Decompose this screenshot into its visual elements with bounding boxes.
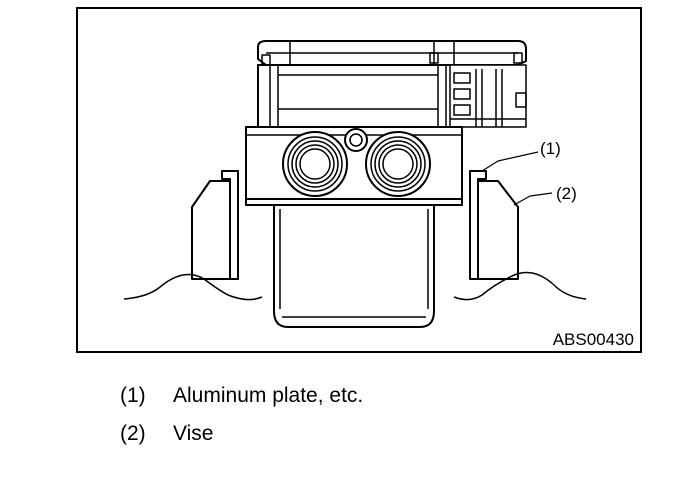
legend-item-number: (2) — [120, 422, 146, 445]
legend-item-number: (1) — [120, 384, 146, 407]
break-line-left — [123, 273, 263, 301]
legend-item-text: Vise — [173, 422, 214, 445]
break-line-right — [453, 271, 587, 301]
callout-2: (2) — [556, 184, 577, 203]
port-left — [282, 131, 348, 197]
legend-item-text: Aluminum plate, etc. — [173, 384, 364, 407]
abs-hydraulic-unit — [245, 40, 527, 328]
figure-code: ABS00430 — [553, 330, 634, 349]
port-right — [365, 131, 431, 197]
abs-unit-in-vise-drawing: (1) (2) ABS00430 — [123, 40, 634, 349]
vise — [191, 180, 519, 280]
port-center — [344, 128, 368, 152]
vise-jaw-left — [191, 180, 231, 280]
diagram-figure: (1) (2) ABS00430 — [76, 7, 642, 353]
vise-jaw-right — [477, 180, 519, 280]
connector-block — [261, 52, 527, 128]
callout-1: (1) — [540, 139, 561, 158]
leader-line-2 — [513, 192, 553, 206]
motor-housing — [273, 204, 435, 328]
leader-line-1 — [481, 151, 539, 172]
